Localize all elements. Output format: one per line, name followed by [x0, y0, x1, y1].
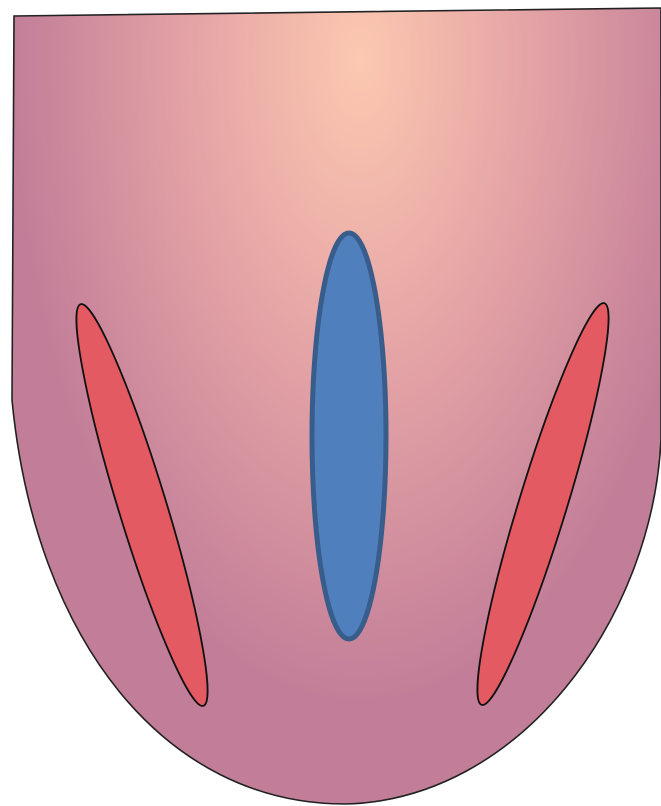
center-blue-ellipse: [312, 233, 386, 639]
